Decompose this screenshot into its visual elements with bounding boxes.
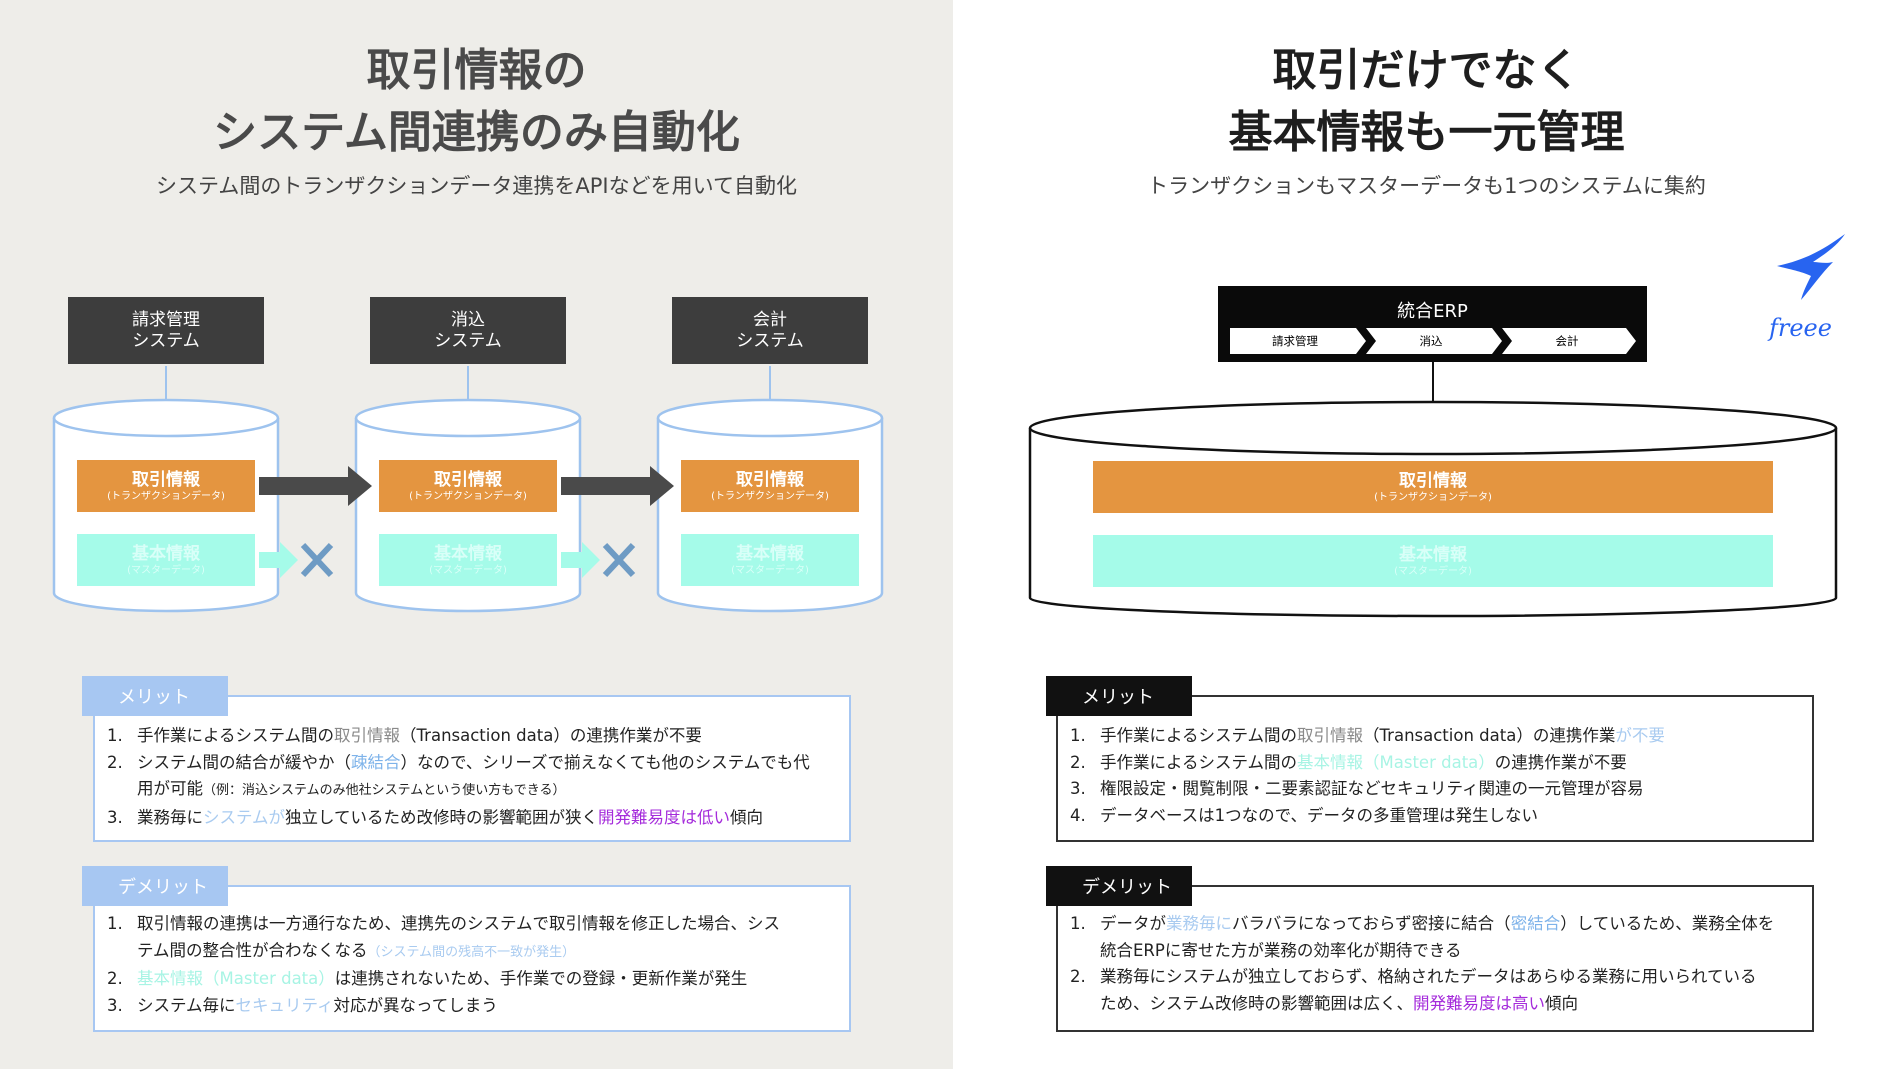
- list-item: 1.データが業務毎にバラバラになっておらず密接に結合（密結合）しているため、業務…: [1070, 914, 1775, 960]
- erp-box: 統合ERP 請求管理 消込 会計: [1218, 286, 1647, 362]
- master-label: 基本情報: [1399, 544, 1467, 565]
- master-flow-arrow: [561, 542, 600, 578]
- merit-list-box: 1.手作業によるシステム間の取引情報（Transaction data）の連携作…: [1056, 695, 1814, 842]
- transaction-data-box: 取引情報 (トランザクションデータ): [379, 460, 557, 512]
- database-cylinder-top: [656, 398, 884, 438]
- transaction-data-box: 取引情報 (トランザクションデータ): [1093, 461, 1773, 513]
- master-sub: (マスターデータ): [1394, 565, 1472, 577]
- master-data-box: 基本情報 (マスターデータ): [379, 534, 557, 586]
- demerit-tab: デメリット: [82, 866, 228, 906]
- right-title-line1: 取引だけでなく: [1272, 45, 1581, 96]
- freee-logo: freee: [1763, 232, 1853, 352]
- demerit-list: 1.データが業務毎にバラバラになっておらず密接に結合（密結合）しているため、業務…: [1058, 887, 1812, 1017]
- freee-logo-text: freee: [1769, 314, 1832, 342]
- master-label: 基本情報: [434, 543, 502, 564]
- list-item: 3.業務毎にシステムが独立しているため改修時の影響範囲が狭く開発難易度は低い傾向: [107, 807, 764, 827]
- connector-line: [467, 366, 469, 414]
- list-item: 2.業務毎にシステムが独立しておらず、格納されたデータはあらゆる業務に用いられて…: [1070, 967, 1757, 1013]
- transaction-sub: (トランザクションデータ): [107, 490, 225, 502]
- right-panel: 取引だけでなく 基本情報も一元管理 トランザクションもマスターデータも1つのシス…: [953, 0, 1900, 1069]
- list-item: 2.基本情報（Master data）は連携されないため、手作業での登録・更新作…: [107, 969, 748, 988]
- merit-list-box: 1.手作業によるシステム間の取引情報（Transaction data）の連携作…: [93, 695, 851, 842]
- transaction-data-box: 取引情報 (トランザクションデータ): [77, 460, 255, 512]
- connector-line: [769, 366, 771, 414]
- erp-step-billing: 請求管理: [1272, 334, 1318, 348]
- blocked-x-icon: [602, 542, 636, 578]
- erp-title: 統合ERP: [1397, 301, 1468, 322]
- left-title-line1: 取引情報の: [366, 45, 587, 96]
- list-item: 2.システム間の結合が緩やか（疎結合）なので、シリーズで揃えなくても他のシステム…: [107, 752, 810, 799]
- database-cylinder-top: [52, 398, 280, 438]
- erp-step-accounting: 会計: [1555, 334, 1579, 348]
- system-name: システム: [736, 330, 804, 351]
- demerit-list-box: 1.データが業務毎にバラバラになっておらず密接に結合（密結合）しているため、業務…: [1056, 885, 1814, 1032]
- flow-arrows: [259, 466, 674, 578]
- merit-tab: メリット: [1046, 676, 1192, 716]
- erp-step-arrows: [1230, 328, 1636, 354]
- master-data-box: 基本情報 (マスターデータ): [681, 534, 859, 586]
- erp-step-reconcile: 消込: [1419, 334, 1443, 348]
- master-data-box: 基本情報 (マスターデータ): [1093, 535, 1773, 587]
- list-item: 1.取引情報の連携は一方通行なため、連携先のシステムで取引情報を修正した場合、シ…: [107, 914, 781, 960]
- master-sub: (マスターデータ): [429, 564, 507, 576]
- master-flow-arrow: [259, 542, 298, 578]
- list-item: 2.手作業によるシステム間の基本情報（Master data）の連携作業が不要: [1070, 752, 1627, 772]
- transaction-label: 取引情報: [1399, 470, 1467, 491]
- merit-tab: メリット: [82, 676, 228, 716]
- erp-connector-line: [1432, 362, 1434, 420]
- master-data-box: 基本情報 (マスターデータ): [77, 534, 255, 586]
- transaction-sub: (トランザクションデータ): [711, 490, 829, 502]
- connector-line: [165, 366, 167, 414]
- system-name: 会計: [753, 309, 787, 330]
- demerit-list-box: 1.取引情報の連携は一方通行なため、連携先のシステムで取引情報を修正した場合、シ…: [93, 885, 851, 1032]
- list-item: 1.手作業によるシステム間の取引情報（Transaction data）の連携作…: [107, 726, 702, 745]
- left-subtitle: システム間のトランザクションデータ連携をAPIなどを用いて自動化: [156, 174, 797, 198]
- transaction-sub: (トランザクションデータ): [409, 490, 527, 502]
- system-name: 請求管理: [132, 309, 200, 330]
- transaction-flow-arrow: [561, 466, 674, 506]
- database-cylinder-top: [354, 398, 582, 438]
- merit-list: 1.手作業によるシステム間の取引情報（Transaction data）の連携作…: [95, 697, 849, 831]
- master-sub: (マスターデータ): [127, 564, 205, 576]
- master-label: 基本情報: [132, 543, 200, 564]
- list-item: 4.データベースは1つなので、データの多重管理は発生しない: [1070, 805, 1539, 825]
- right-title-line2: 基本情報も一元管理: [1228, 107, 1625, 158]
- transaction-label: 取引情報: [132, 469, 200, 490]
- left-title-line2: システム間連携のみ自動化: [213, 107, 740, 158]
- transaction-label: 取引情報: [434, 469, 502, 490]
- system-box-accounting: 会計 システム: [672, 297, 868, 364]
- list-item: 1.手作業によるシステム間の取引情報（Transaction data）の連携作…: [1070, 726, 1665, 745]
- system-box-reconcile: 消込 システム: [370, 297, 566, 364]
- list-item: 3.システム毎にセキュリティ対応が異なってしまう: [107, 995, 498, 1015]
- blocked-x-icon: [300, 542, 334, 578]
- transaction-label: 取引情報: [736, 469, 804, 490]
- master-sub: (マスターデータ): [731, 564, 809, 576]
- transaction-flow-arrow: [259, 466, 372, 506]
- system-box-billing: 請求管理 システム: [68, 297, 264, 364]
- merit-list: 1.手作業によるシステム間の取引情報（Transaction data）の連携作…: [1058, 697, 1812, 829]
- system-name: システム: [132, 330, 200, 351]
- left-panel: 取引情報の システム間連携のみ自動化 システム間のトランザクションデータ連携をA…: [0, 0, 953, 1069]
- right-subtitle: トランザクションもマスターデータも1つのシステムに集約: [1147, 174, 1706, 198]
- list-item: 3.権限設定・閲覧制限・二要素認証などセキュリティ関連の一元管理が容易: [1070, 779, 1644, 798]
- system-name: 消込: [451, 309, 485, 330]
- freee-bird-icon: [1777, 234, 1845, 300]
- transaction-data-box: 取引情報 (トランザクションデータ): [681, 460, 859, 512]
- master-label: 基本情報: [736, 543, 804, 564]
- system-name: システム: [434, 330, 502, 351]
- demerit-tab: デメリット: [1046, 866, 1192, 906]
- transaction-sub: (トランザクションデータ): [1374, 491, 1492, 503]
- demerit-list: 1.取引情報の連携は一方通行なため、連携先のシステムで取引情報を修正した場合、シ…: [95, 887, 849, 1019]
